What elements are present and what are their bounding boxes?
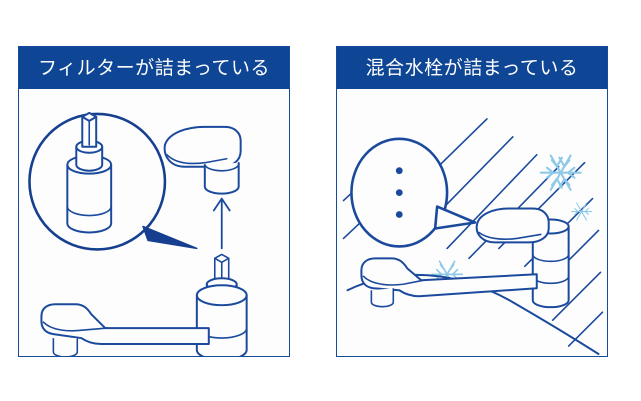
- panel-mixer-clogged: 混合水栓が詰まっている: [336, 46, 608, 357]
- snowflake-large: [539, 154, 582, 191]
- bubble-dot-2: [395, 189, 403, 196]
- snowflake-small: [571, 202, 592, 221]
- mixer-faucet: [360, 207, 570, 309]
- bubble-dot-1: [395, 167, 403, 175]
- bubble-dot-3: [395, 211, 403, 218]
- panel-mixer-title: 混合水栓が詰まっている: [337, 47, 607, 89]
- speech-bubble-ellipsis: [350, 137, 477, 248]
- panel-filter-title: フィルターが詰まっている: [19, 47, 289, 89]
- faucet-body-with-spout: [40, 284, 248, 356]
- detached-lever-handle: [163, 125, 242, 195]
- panel-mixer-illustration: [337, 89, 607, 356]
- magnifier-tail: [142, 225, 198, 250]
- up-arrow: [212, 197, 231, 250]
- cartridge-closeup: [66, 111, 113, 234]
- panel-filter-illustration: [19, 89, 289, 356]
- magnifier-circle: [28, 112, 167, 251]
- panel-filter-clogged: フィルターが詰まっている: [18, 46, 290, 357]
